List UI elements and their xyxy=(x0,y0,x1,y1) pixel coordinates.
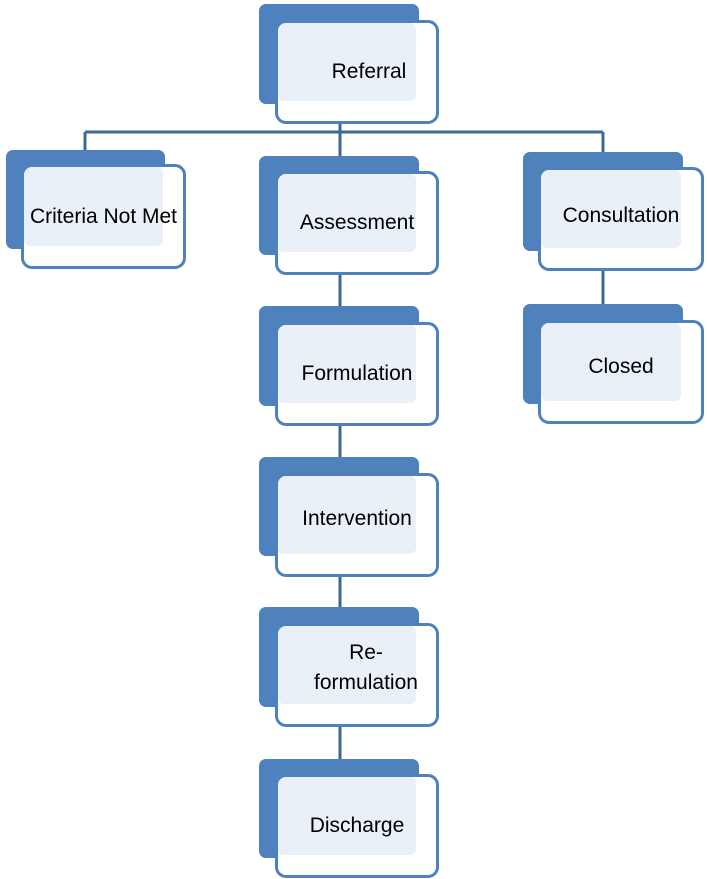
node-label: Closed xyxy=(588,355,654,378)
node-formulation: Formulation xyxy=(259,306,439,426)
node-label: Formulation xyxy=(301,362,413,385)
node-label: Intervention xyxy=(302,507,412,530)
node-consultation: Consultation xyxy=(523,152,704,271)
node-referral: Referral xyxy=(259,4,439,124)
node-closed: Closed xyxy=(523,304,704,424)
node-label: Re-formulation xyxy=(314,641,418,694)
node-reformulation: Re-formulation xyxy=(259,607,439,727)
node-criteria-not-met: Criteria Not Met xyxy=(6,150,186,269)
node-label: Criteria Not Met xyxy=(29,204,178,228)
node-assessment: Assessment xyxy=(259,156,439,275)
node-label: Consultation xyxy=(562,204,680,227)
node-label: Assessment xyxy=(299,211,415,234)
node-intervention: Intervention xyxy=(259,457,439,577)
node-label: Referral xyxy=(331,60,407,83)
node-label: Discharge xyxy=(309,814,405,837)
node-discharge: Discharge xyxy=(259,759,439,878)
